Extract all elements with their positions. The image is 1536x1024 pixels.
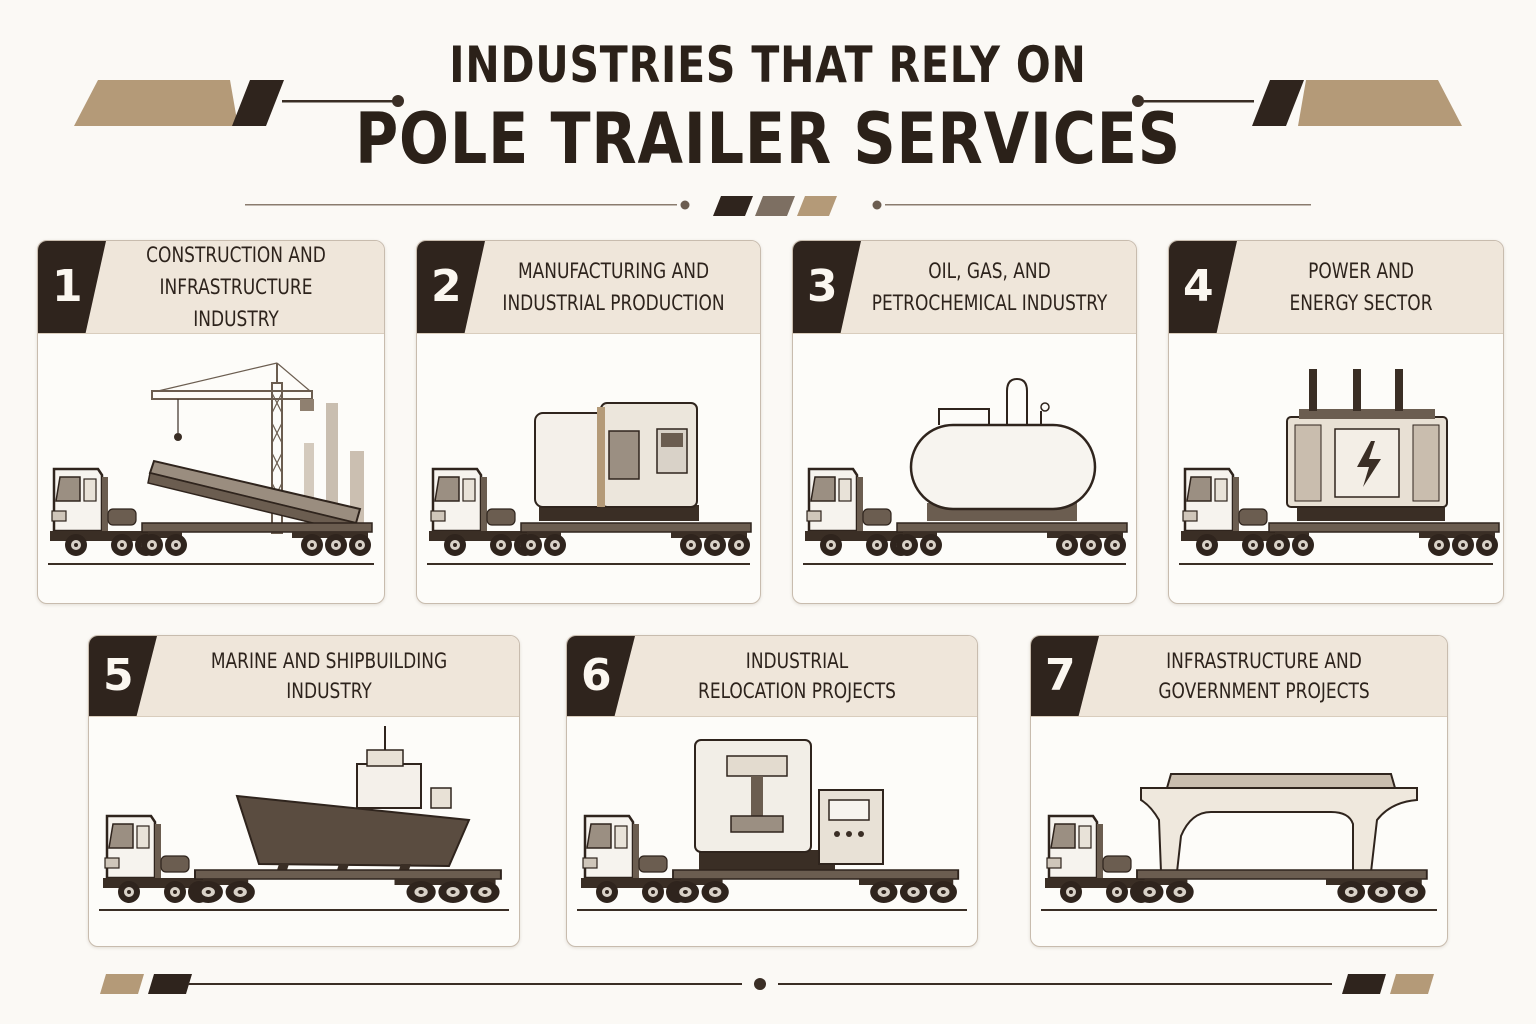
industry-card-1: 1 CONSTRUCTION AND INFRASTRUCTURE INDUST…	[37, 240, 385, 604]
card-number: 2	[417, 241, 485, 333]
card-number: 4	[1169, 241, 1237, 333]
industry-card-2: 2 MANUFACTURING AND INDUSTRIAL PRODUCTIO…	[416, 240, 761, 604]
industry-card-7: 7 INFRASTRUCTURE AND GOVERNMENT PROJECTS	[1030, 635, 1448, 947]
card-label: CONSTRUCTION AND INFRASTRUCTURE INDUSTRY	[146, 243, 326, 331]
storage-tank-icon	[803, 377, 1136, 565]
card-label: MARINE AND SHIPBUILDING INDUSTRY	[210, 649, 448, 703]
card-label: INFRASTRUCTURE AND GOVERNMENT PROJECTS	[1158, 649, 1370, 703]
press-machine-icon	[577, 739, 967, 911]
card-label: MANUFACTURING AND INDUSTRIAL PRODUCTION	[502, 259, 725, 315]
industry-card-4: 4 POWER AND ENERGY SECTOR	[1168, 240, 1504, 604]
ship-hull-icon	[99, 726, 509, 911]
industry-card-6: 6 INDUSTRIAL RELOCATION PROJECTS	[566, 635, 978, 947]
card-label: OIL, GAS, AND PETROCHEMICAL INDUSTRY	[871, 259, 1108, 315]
card-label: INDUSTRIAL RELOCATION PROJECTS	[698, 649, 896, 703]
title-line-1: INDUSTRIES THAT RELY ON	[449, 36, 1087, 94]
industry-card-5: 5 MARINE AND SHIPBUILDING INDUSTRY	[88, 635, 520, 947]
card-header	[89, 636, 519, 717]
industry-card-3: 3 OIL, GAS, AND PETROCHEMICAL INDUSTRY	[792, 240, 1137, 604]
card-number: 5	[89, 636, 157, 716]
transformer-icon	[1179, 369, 1503, 565]
card-label: POWER AND ENERGY SECTOR	[1289, 259, 1433, 315]
right-header-ornament	[1132, 80, 1462, 126]
steel-beam-crane-icon	[48, 362, 374, 565]
left-header-ornament	[74, 80, 404, 126]
cnc-machine-icon	[427, 402, 760, 565]
title-line-2: POLE TRAILER SERVICES	[355, 98, 1181, 180]
card-header	[567, 636, 977, 717]
card-number: 7	[1031, 636, 1099, 716]
title-divider	[245, 196, 1311, 216]
footer-divider	[100, 974, 1434, 994]
card-header	[1031, 636, 1447, 717]
bridge-girder-icon	[1041, 773, 1437, 911]
